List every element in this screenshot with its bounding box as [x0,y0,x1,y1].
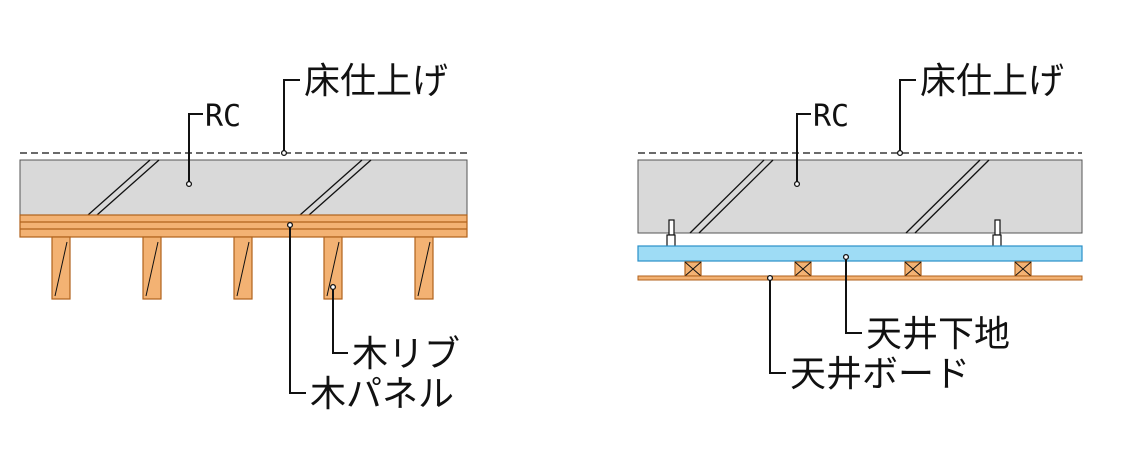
left-dot-floor-finish [280,149,288,157]
right-dot-ceiling-base [842,253,850,261]
right-dot-rc [793,180,801,188]
right-label-rc: RC [813,99,849,134]
right-dot-floor-finish [896,149,904,157]
left-leader-rc [188,113,203,184]
right-leader-floor-finish [899,79,916,153]
right-ceiling-board [637,275,1083,281]
right-label-ceiling-board: 天井ボード [790,354,970,395]
left-label-wood-rib: 木リブ [352,334,460,375]
left-wood-panel [19,214,468,238]
right-leader-ceiling-base [845,257,862,334]
right-dot-ceiling-board [766,274,774,282]
right-rc-slab [637,159,1083,234]
hanger [994,219,1001,236]
left-dot-rc [185,180,193,188]
right-label-ceiling-base: 天井下地 [866,314,1010,355]
left-label-wood-panel: 木パネル [310,374,454,415]
left-rc-slab [19,159,468,216]
right-ceiling-joists [684,261,1032,277]
left-dot-wood-rib [329,283,337,291]
left-section: 床仕上げ RC 木リブ 木パネル [19,61,468,415]
right-leader-rc [796,113,811,184]
right-insulation-layer [637,245,1083,262]
left-leader-wood-panel [289,225,306,394]
right-break-marks [689,159,990,234]
left-dot-wood-panel [286,221,294,229]
right-label-floor-finish: 床仕上げ [920,61,1064,102]
left-wood-ribs [51,236,434,300]
left-label-floor-finish: 床仕上げ [304,61,448,102]
left-leader-floor-finish [283,79,300,153]
left-break-marks [87,159,372,216]
left-label-rc: RC [205,99,241,134]
right-leader-ceiling-board [769,278,786,374]
right-section: 床仕上げ RC 天井下地 天井ボード [637,61,1083,395]
left-leader-wood-rib [332,287,348,354]
hanger [668,219,675,236]
